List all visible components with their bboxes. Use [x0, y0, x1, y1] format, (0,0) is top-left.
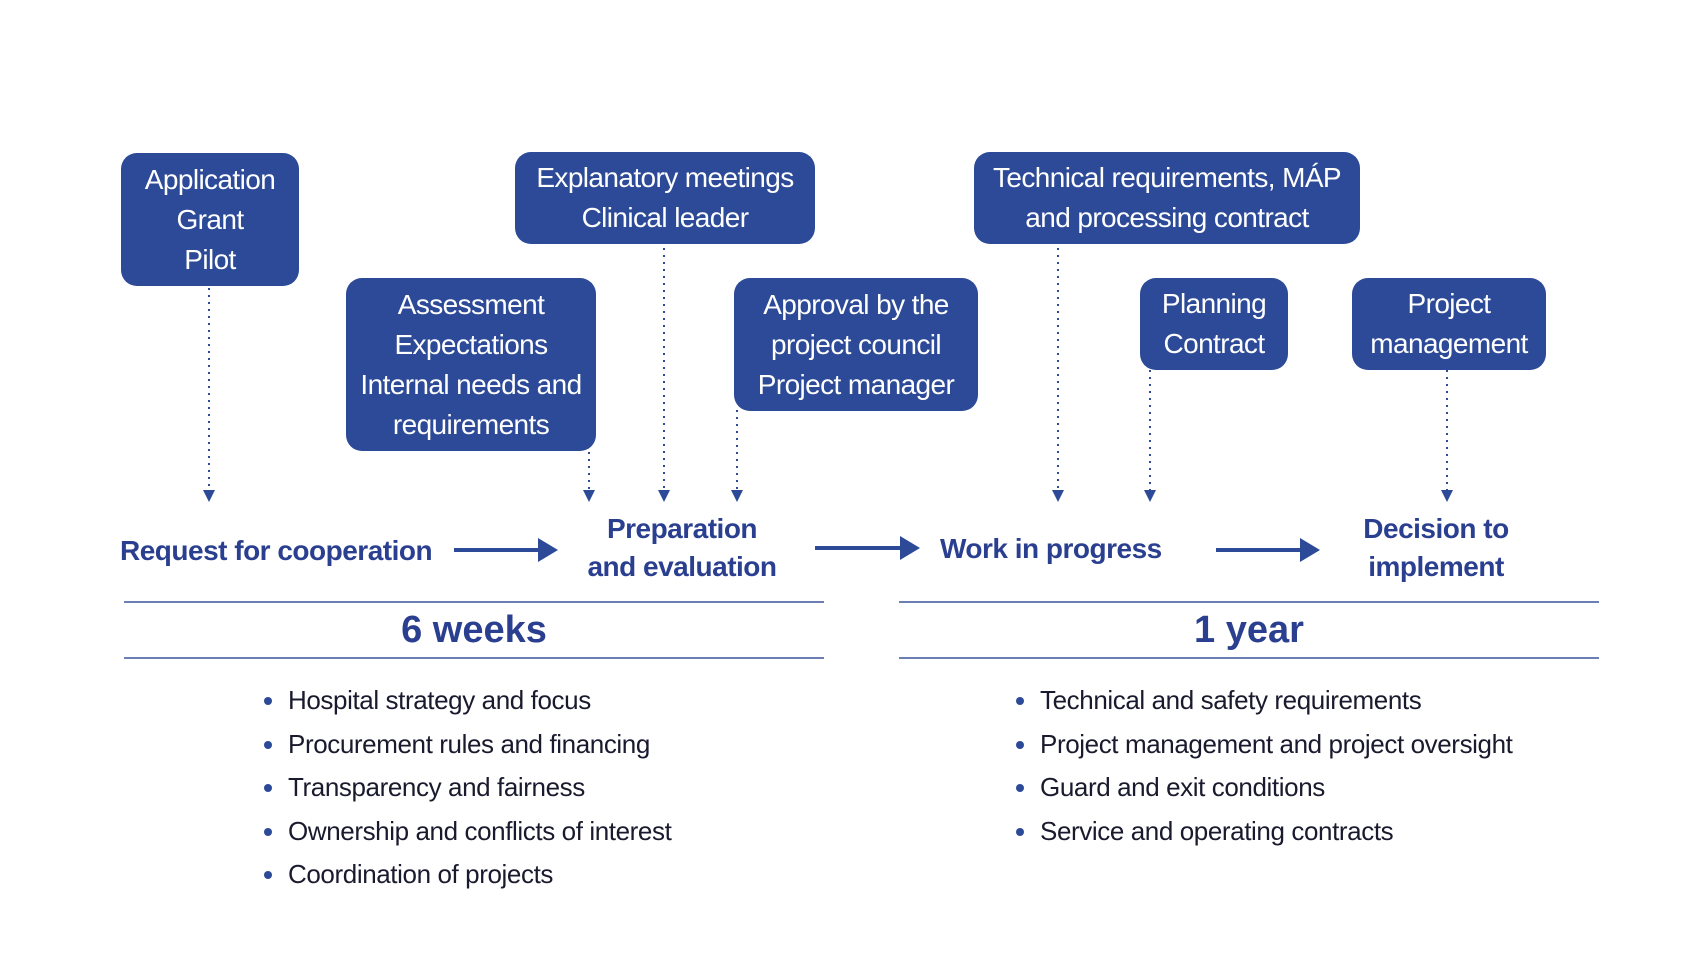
list-item: Ownership and conflicts of interest — [264, 810, 672, 854]
box-assessment-line-3: Internal needs and — [360, 368, 582, 400]
box-explanatory: Explanatory meetings Clinical leader — [515, 152, 815, 244]
list-item: Coordination of projects — [264, 853, 671, 897]
list-first: Hospital strategy and focus Procurement … — [264, 679, 672, 897]
box-planning-line-1: Planning — [1161, 288, 1267, 319]
box-approval-line-2: project council — [771, 328, 942, 360]
stage-request: Request for cooperation — [120, 532, 436, 570]
box-application-line-2: Grant — [176, 203, 244, 235]
list-item: Transparency and fairness — [264, 766, 671, 810]
arrowhead-planning — [1144, 490, 1156, 502]
stage-work-label: Work in progress — [940, 533, 1162, 564]
arrowhead-project-management — [1441, 490, 1453, 502]
list-item: Service and operating contracts — [1016, 810, 1513, 854]
box-assessment-line-4: requirements — [392, 408, 550, 440]
flow-arrow-1-head — [538, 538, 558, 562]
box-approval-line-3: Project manager — [757, 368, 955, 400]
box-project-management-line-1: Project — [1407, 288, 1492, 319]
arrowhead-explanatory — [658, 490, 670, 502]
box-planning-line-2: Contract — [1163, 328, 1265, 359]
stage-preparation-line-1: Preparation — [606, 513, 758, 544]
box-assessment: Assessment Expectations Internal needs a… — [346, 278, 596, 451]
stage-preparation: Preparation and evaluation — [570, 510, 794, 586]
duration-second: 1 year — [1194, 609, 1304, 651]
box-project-management: Project management — [1352, 278, 1546, 370]
list-item: Procurement rules and financing — [264, 723, 671, 767]
box-approval: Approval by the project council Project … — [734, 278, 978, 411]
box-technical-line-1: Technical requirements, MÁP — [993, 162, 1342, 193]
box-project-management-line-2: management — [1370, 328, 1528, 359]
list-item: Technical and safety requirements — [1016, 679, 1513, 723]
stage-decision-line-2: implement — [1368, 551, 1504, 582]
box-explanatory-line-1: Explanatory meetings — [536, 162, 794, 193]
arrowhead-assessment — [583, 490, 595, 502]
stage-request-label: Request for cooperation — [120, 535, 433, 566]
flow-arrow-3-head — [1300, 538, 1320, 562]
box-assessment-line-2: Expectations — [394, 328, 548, 360]
box-explanatory-line-2: Clinical leader — [581, 202, 749, 233]
flow-arrow-2-head — [900, 536, 920, 560]
box-application-line-3: Pilot — [184, 243, 236, 275]
stage-decision: Decision to implement — [1336, 510, 1536, 586]
box-application: Application Grant Pilot — [121, 153, 299, 286]
box-assessment-line-1: Assessment — [397, 288, 545, 320]
list-item: Hospital strategy and focus — [264, 679, 671, 723]
arrowhead-technical — [1052, 490, 1064, 502]
box-technical: Technical requirements, MÁP and processi… — [974, 152, 1360, 244]
box-application-line-1: Application — [144, 163, 276, 195]
arrowhead-application — [203, 490, 215, 502]
list-second: Technical and safety requirements Projec… — [1016, 679, 1513, 853]
arrowhead-approval — [731, 490, 743, 502]
stage-decision-line-1: Decision to — [1363, 513, 1509, 544]
box-technical-line-2: and processing contract — [1025, 202, 1309, 233]
list-item: Guard and exit conditions — [1016, 766, 1513, 810]
list-item: Project management and project oversight — [1016, 723, 1513, 767]
box-planning: Planning Contract — [1140, 278, 1288, 370]
stage-preparation-line-2: and evaluation — [587, 551, 777, 582]
duration-first: 6 weeks — [401, 609, 547, 651]
box-approval-line-1: Approval by the — [763, 288, 949, 320]
stage-work: Work in progress — [940, 530, 1180, 568]
